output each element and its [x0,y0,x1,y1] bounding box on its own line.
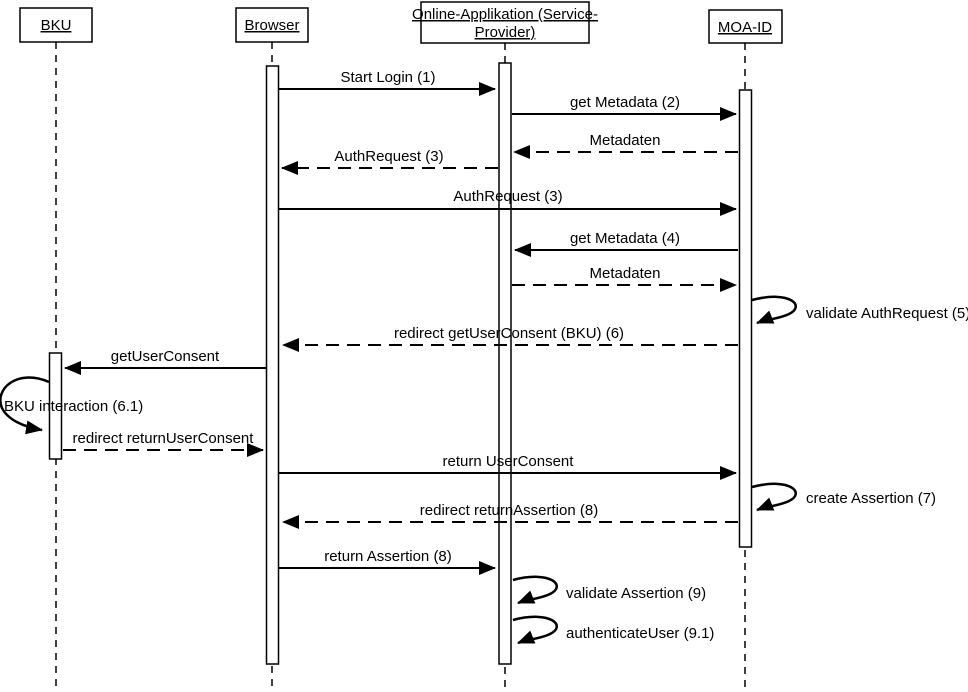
activation-bar-moa-id [738,89,753,548]
actor-bku: BKU [19,7,93,43]
actor-label-moa-id: MOA-ID [718,19,772,36]
message-label: get Metadata (2) [570,94,680,111]
actor-box-browser [235,7,309,43]
self-loop-arrow [751,482,797,512]
message-label: validate AuthRequest (5) [806,305,968,322]
actor-label-online-app-line1: Online-Applikation (Service- [412,6,598,23]
message-label: create Assertion (7) [806,490,936,507]
message-label: return UserConsent [443,453,575,470]
activation-bar-bku [48,352,63,460]
message-label: redirect returnAssertion (8) [420,502,598,519]
actor-label-browser: Browser [244,17,299,34]
message-label: AuthRequest (3) [334,148,443,165]
message-authenticateuser: authenticateUser (9.1) [512,615,714,645]
message-label: getUserConsent [111,348,220,365]
message-bku-interaction: BKU interaction (6.1) [0,376,143,435]
message-get-metadata-2: get Metadata (2) [512,94,737,121]
actor-browser: Browser [235,7,309,43]
message-start-login: Start Login (1) [279,69,496,96]
self-loop-arrow [0,376,50,435]
message-metadaten-2: Metadaten [512,265,737,292]
message-redirect-returnassertion: redirect returnAssertion (8) [282,502,738,529]
actor-box-moa-id [708,9,783,44]
message-label: redirect returnUserConsent [73,430,255,447]
message-return-assertion: return Assertion (8) [279,548,496,575]
message-authrequest-forward: AuthRequest (3) [279,188,737,216]
self-loop-arrow [751,295,797,325]
actor-label-online-app-line2: Provider) [475,24,536,41]
message-get-metadata-4: get Metadata (4) [514,230,738,257]
message-redirect-returnuserconsent: redirect returnUserConsent [63,430,264,457]
message-label: AuthRequest (3) [453,188,562,205]
self-loop-arrow [512,575,558,605]
message-label: Metadaten [590,132,661,149]
actor-box-bku [19,7,93,43]
message-metadaten-1: Metadaten [513,132,738,159]
message-getuserconsent: getUserConsent [64,348,266,375]
message-label: get Metadata (4) [570,230,680,247]
message-label: validate Assertion (9) [566,585,706,602]
actor-box-online-app [420,1,590,44]
self-loop-arrow [512,615,558,645]
activation-bar-online-app [498,62,512,665]
message-validate-authrequest: validate AuthRequest (5) [751,295,968,325]
actor-moa-id: MOA-ID [708,9,783,44]
message-label: return Assertion (8) [324,548,452,565]
message-label: Metadaten [590,265,661,282]
message-validate-assertion: validate Assertion (9) [512,575,706,605]
message-label: Start Login (1) [340,69,435,86]
actor-online-app: Online-Applikation (Service- Provider) [412,1,598,44]
message-redirect-getuserconsent: redirect getUserConsent (BKU) (6) [282,325,738,352]
message-label: authenticateUser (9.1) [566,625,714,642]
message-create-assertion: create Assertion (7) [751,482,936,512]
activation-bar-browser [265,65,280,665]
actor-label-bku: BKU [41,17,72,34]
message-label: BKU interaction (6.1) [4,398,143,415]
message-return-userconsent: return UserConsent [279,453,737,480]
message-authrequest-redirect: AuthRequest (3) [281,148,498,175]
message-label: redirect getUserConsent (BKU) (6) [394,325,624,342]
